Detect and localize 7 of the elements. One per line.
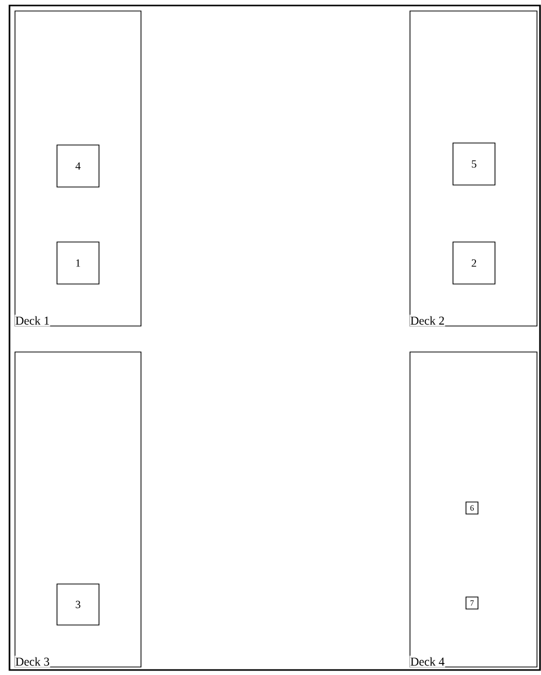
small-box: 6 [466, 502, 478, 514]
numbered-box: 5 [452, 142, 496, 186]
numbered-box: 2 [452, 242, 496, 284]
numbered-box: 1 [56, 242, 100, 284]
small-box: 7 [466, 596, 478, 610]
numbered-box: 3 [56, 584, 100, 626]
numbered-box: 4 [56, 144, 100, 188]
